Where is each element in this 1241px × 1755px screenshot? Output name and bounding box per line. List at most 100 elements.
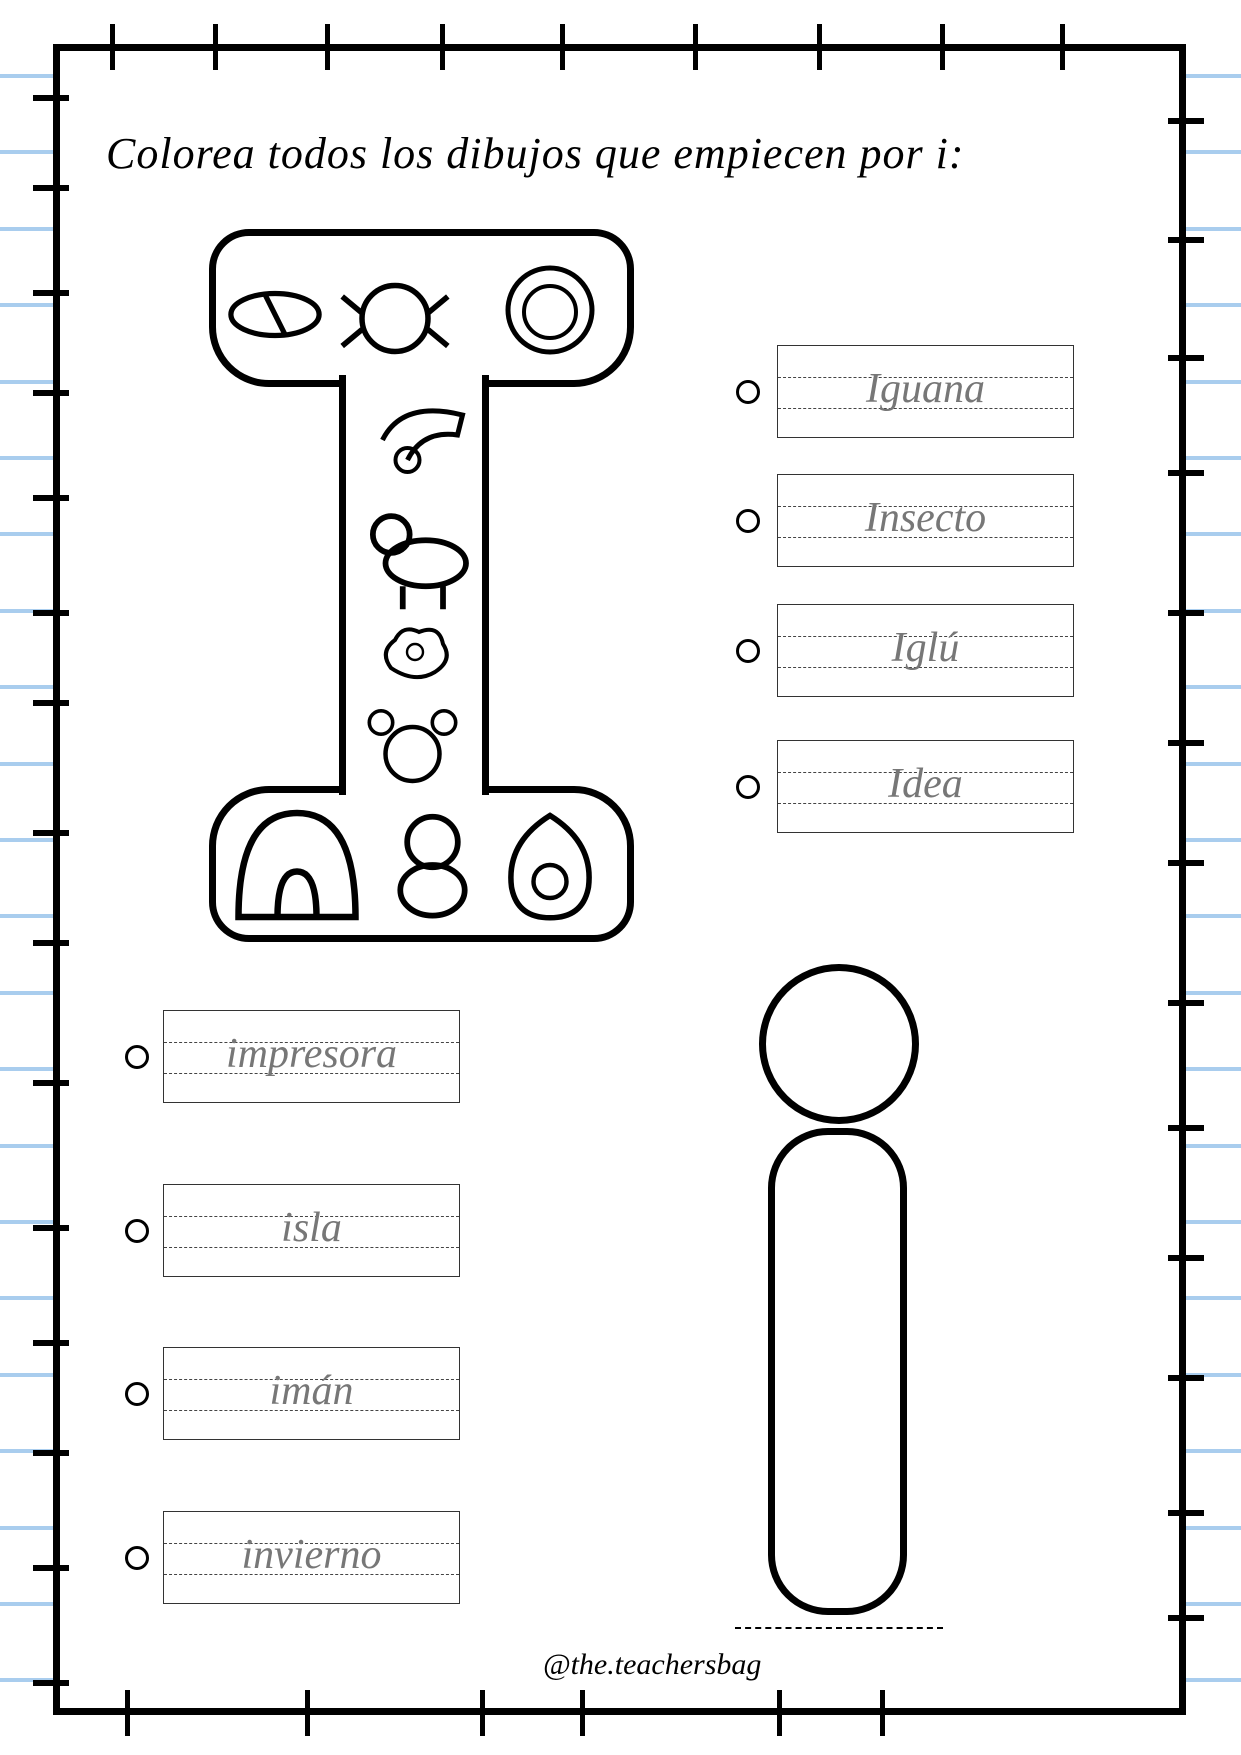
notebook-line	[1186, 1678, 1241, 1683]
frame-stitch	[125, 1690, 130, 1736]
page-title: Colorea todos los dibujos que empiecen p…	[106, 129, 965, 178]
frame-stitch	[213, 24, 218, 70]
frame-stitch	[33, 390, 69, 396]
notebook-line	[1186, 1296, 1241, 1301]
notebook-line	[0, 150, 53, 155]
unicorn-icon	[350, 500, 490, 615]
astronaut-icon	[500, 255, 600, 365]
frame-stitch	[33, 1450, 69, 1456]
frame-stitch	[560, 24, 565, 70]
notebook-line	[1186, 990, 1241, 995]
tracing-word-box: Iglú	[777, 604, 1074, 697]
notebook-line	[1186, 456, 1241, 460]
notebook-line	[0, 379, 53, 384]
answer-checkbox-circle[interactable]	[125, 1045, 149, 1069]
idea-bulb-icon	[370, 620, 460, 700]
girl-icon	[365, 700, 460, 790]
frame-stitch	[1168, 470, 1204, 476]
notebook-line	[0, 1372, 53, 1377]
notebook-line	[0, 74, 53, 78]
notebook-line	[0, 990, 53, 995]
frame-stitch	[325, 24, 330, 70]
notebook-line	[0, 1296, 53, 1301]
notebook-line	[0, 1143, 53, 1148]
trace-word: imán	[269, 1368, 354, 1414]
frame-stitch	[940, 24, 945, 70]
answer-checkbox-circle[interactable]	[125, 1219, 149, 1243]
answer-checkbox-circle[interactable]	[736, 380, 760, 404]
frame-stitch	[440, 24, 445, 70]
notebook-line	[0, 1525, 53, 1530]
tracing-word-box: Idea	[777, 740, 1074, 833]
notebook-line	[1186, 74, 1241, 78]
frame-stitch	[1060, 24, 1065, 70]
frame-stitch	[305, 1690, 310, 1736]
frame-stitch	[33, 185, 69, 191]
frame-stitch	[33, 700, 69, 706]
frame-stitch	[33, 1080, 69, 1086]
notebook-line	[1186, 1143, 1241, 1148]
notebook-line	[1186, 1067, 1241, 1072]
notebook-line	[0, 1067, 53, 1072]
answer-checkbox-circle[interactable]	[125, 1546, 149, 1570]
frame-stitch	[693, 24, 698, 70]
notebook-line	[1186, 838, 1241, 842]
frame-stitch	[480, 1690, 485, 1736]
notebook-line	[0, 1678, 53, 1683]
frame-stitch	[33, 1565, 69, 1571]
avocado-icon	[495, 800, 605, 930]
answer-checkbox-circle[interactable]	[736, 639, 760, 663]
notebook-line	[0, 1220, 53, 1224]
frame-stitch	[580, 1690, 585, 1736]
notebook-line	[0, 226, 53, 231]
notebook-line	[0, 761, 53, 766]
frame-stitch	[1168, 118, 1204, 124]
notebook-line	[0, 608, 53, 613]
trace-word: Idea	[888, 761, 963, 807]
frame-stitch	[33, 290, 69, 296]
notebook-line	[1186, 150, 1241, 155]
frame-stitch	[1168, 1000, 1204, 1006]
frame-stitch	[880, 1690, 885, 1736]
frame-stitch	[33, 830, 69, 836]
tracing-word-box: Iguana	[777, 345, 1074, 438]
tracing-word-box: imán	[163, 1347, 460, 1440]
notebook-line	[1186, 1220, 1241, 1224]
frame-stitch	[1168, 1375, 1204, 1381]
notebook-line	[0, 838, 53, 842]
frame-stitch	[33, 940, 69, 946]
answer-checkbox-circle[interactable]	[125, 1382, 149, 1406]
notebook-line	[1186, 226, 1241, 231]
frame-stitch	[1168, 1125, 1204, 1131]
answer-checkbox-circle[interactable]	[736, 775, 760, 799]
trace-word: Iguana	[866, 366, 985, 412]
igloo-icon	[227, 800, 367, 930]
trace-word: isla	[281, 1205, 342, 1251]
tracing-word-box: impresora	[163, 1010, 460, 1103]
frame-stitch	[1168, 860, 1204, 866]
frame-stitch	[1168, 1510, 1204, 1516]
notebook-line	[0, 303, 53, 308]
notebook-line	[1186, 608, 1241, 613]
tracing-word-box: Insecto	[777, 474, 1074, 567]
trace-word: invierno	[241, 1532, 382, 1578]
tracing-word-box: invierno	[163, 1511, 460, 1604]
frame-stitch	[33, 1225, 69, 1231]
small-letter-i-dot	[759, 964, 919, 1124]
tracing-word-box: isla	[163, 1184, 460, 1277]
notebook-line	[1186, 1602, 1241, 1606]
frame-stitch	[1168, 1255, 1204, 1261]
worksheet-frame	[53, 44, 1186, 1715]
notebook-line	[1186, 532, 1241, 537]
frame-stitch	[1168, 740, 1204, 746]
notebook-line	[1186, 1372, 1241, 1377]
trace-word: impresora	[225, 1031, 398, 1077]
notebook-line	[0, 685, 53, 690]
notebook-line	[0, 456, 53, 460]
trace-word: Insecto	[864, 495, 987, 541]
notebook-line	[0, 1602, 53, 1606]
notebook-line	[0, 532, 53, 537]
frame-stitch	[110, 24, 115, 70]
answer-checkbox-circle[interactable]	[736, 509, 760, 533]
frame-stitch	[33, 495, 69, 501]
